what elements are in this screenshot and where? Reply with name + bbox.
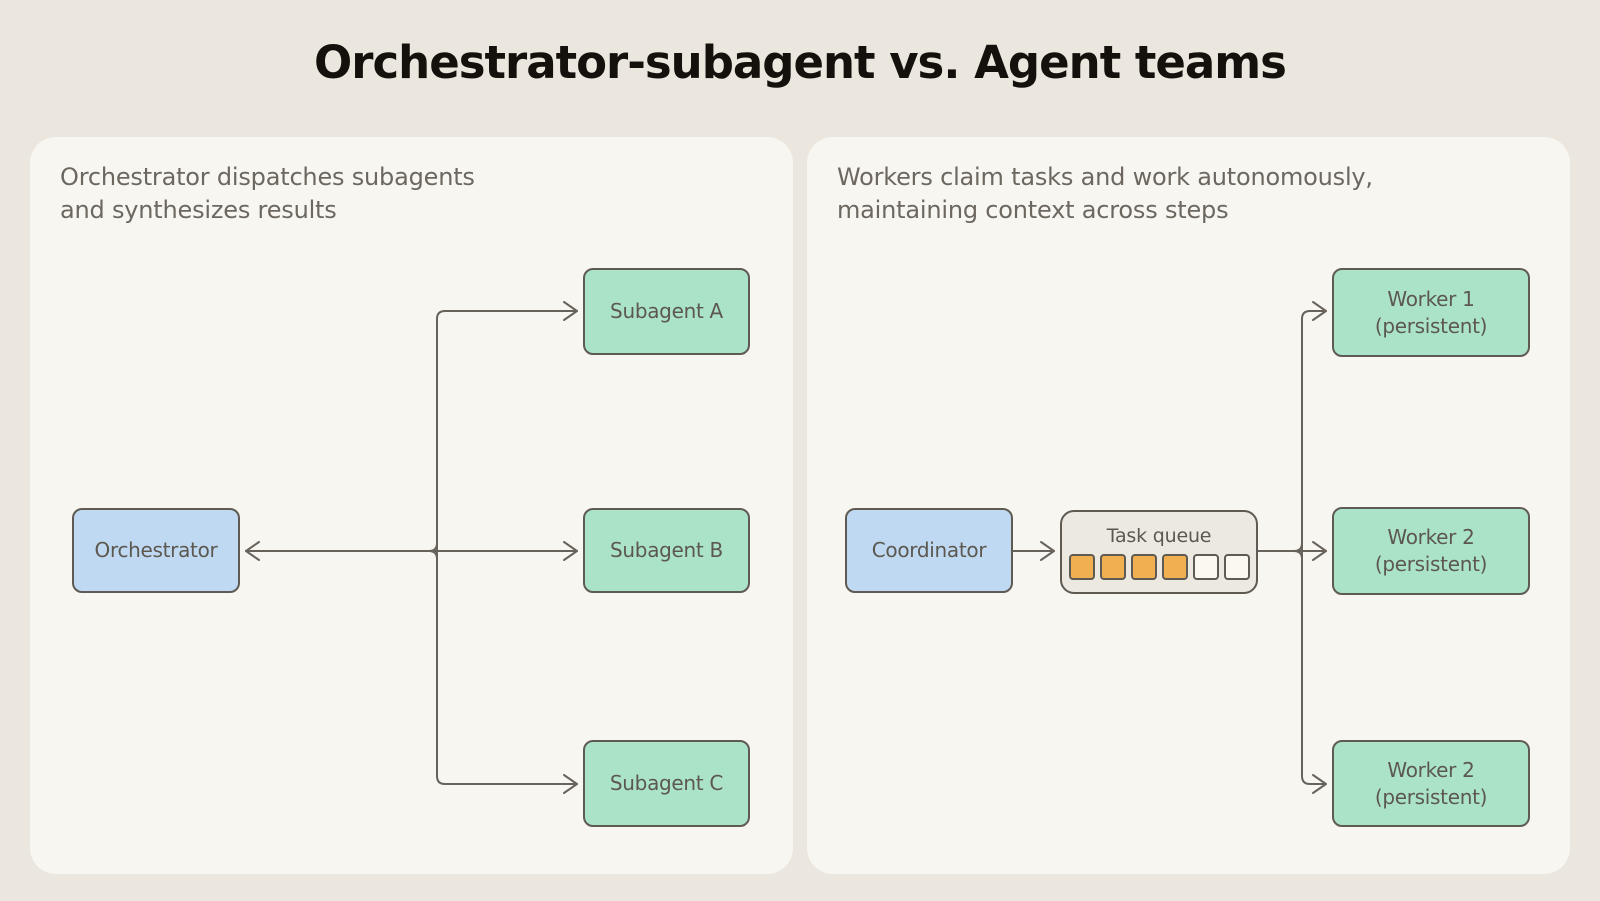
orchestrator-subagent-panel: Orchestrator dispatches subagents and sy… (30, 137, 793, 874)
page-title: Orchestrator-subagent vs. Agent teams (314, 36, 1287, 89)
worker-3-node: Worker 2 (persistent) (1332, 740, 1530, 827)
worker-2-node: Worker 2 (persistent) (1332, 507, 1530, 595)
subagent-b-node: Subagent B (583, 508, 750, 593)
arrow-to-subagent-b-icon (563, 541, 578, 561)
coordinator-node: Coordinator (845, 508, 1013, 593)
right-panel-subtitle: Workers claim tasks and work autonomousl… (837, 163, 1373, 224)
branch-trunk-line (436, 310, 578, 785)
arrow-to-subagent-c-icon (563, 774, 578, 794)
worker-2-label: Worker 2 (1387, 525, 1475, 549)
worker-3-label: Worker 2 (1387, 757, 1475, 782)
junction-curve (428, 542, 438, 560)
branch-trunk-line (1301, 310, 1327, 785)
arrow-to-worker-1-icon (1312, 301, 1327, 321)
agent-teams-panel: Workers claim tasks and work autonomousl… (807, 137, 1570, 874)
task-queue-slots (1068, 553, 1250, 580)
subagent-b-label: Subagent B (610, 538, 723, 562)
subagent-c-label: Subagent C (609, 771, 724, 795)
queue-slot-empty (1192, 553, 1219, 580)
worker-3-sublabel: (persistent) (1374, 784, 1488, 809)
orchestrator-label: Orchestrator (94, 538, 218, 562)
queue-slot-filled (1099, 553, 1126, 580)
orchestrator-node: Orchestrator (72, 508, 240, 593)
task-queue-node: Task queue (1060, 510, 1258, 594)
subagent-a-label: Subagent A (610, 299, 723, 323)
arrow-to-queue-icon (1040, 541, 1055, 561)
arrow-to-subagent-a-icon (563, 301, 578, 321)
arrow-to-worker-2-icon (1312, 541, 1327, 561)
queue-slot-filled (1161, 553, 1188, 580)
coordinator-label: Coordinator (871, 538, 987, 562)
left-panel-subtitle: Orchestrator dispatches subagents and sy… (60, 163, 475, 224)
arrow-to-orchestrator-icon (245, 541, 260, 561)
worker-1-node: Worker 1 (persistent) (1332, 268, 1530, 357)
worker-1-sublabel: (persistent) (1374, 313, 1488, 338)
arrow-to-worker-3-icon (1312, 774, 1327, 794)
subagent-a-node: Subagent A (583, 268, 750, 355)
queue-slot-empty (1223, 553, 1250, 580)
queue-slot-filled (1068, 553, 1095, 580)
subagent-c-node: Subagent C (583, 740, 750, 827)
worker-2-sublabel: (persistent) (1374, 552, 1488, 576)
junction-curve (1293, 542, 1303, 560)
task-queue-label: Task queue (1106, 524, 1212, 547)
queue-slot-filled (1130, 553, 1157, 580)
worker-1-label: Worker 1 (1387, 286, 1475, 311)
